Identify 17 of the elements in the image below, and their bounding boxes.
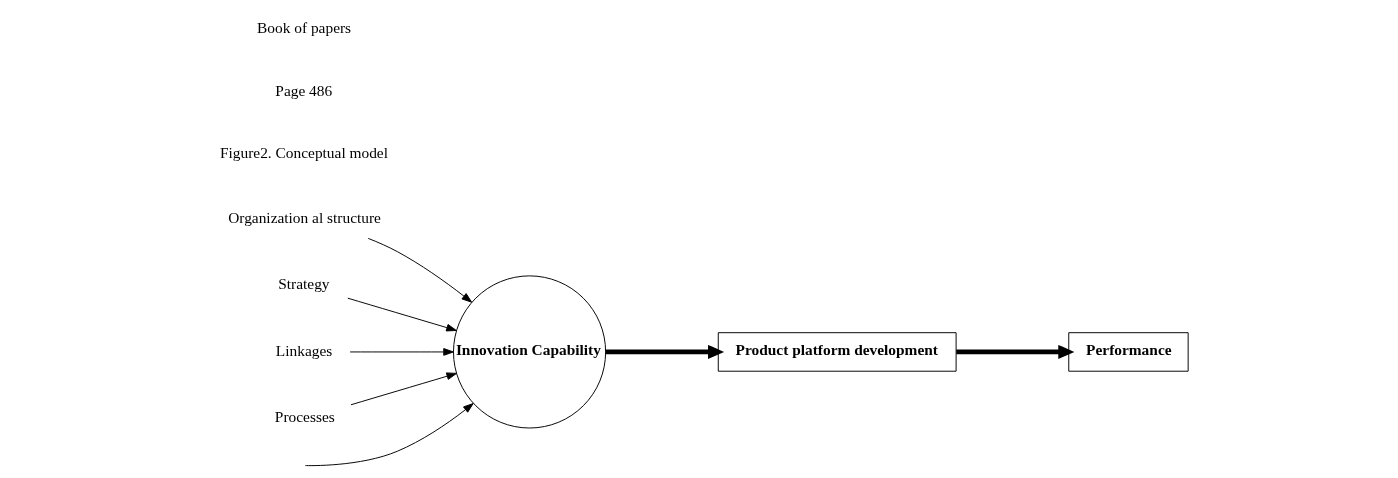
node-text: Linkages — [275, 341, 332, 359]
arrow — [955, 344, 1074, 359]
arrow — [304, 403, 474, 467]
label: Figure2. Conceptual model — [219, 144, 388, 162]
label: Page 486 — [274, 81, 332, 99]
node-circle: Innovation Capability — [452, 275, 606, 429]
arrow — [349, 348, 454, 356]
node-text: Processes — [274, 408, 335, 426]
arrow — [367, 237, 472, 303]
arrow — [346, 297, 457, 332]
node-text: Organization al structure — [227, 208, 381, 226]
label: Book of papers — [256, 19, 351, 37]
arrow — [605, 344, 724, 359]
arrow — [349, 372, 457, 406]
node-box: Product platform development — [717, 332, 957, 372]
node-text: Strategy — [277, 275, 330, 293]
node-box: Performance — [1067, 332, 1189, 372]
